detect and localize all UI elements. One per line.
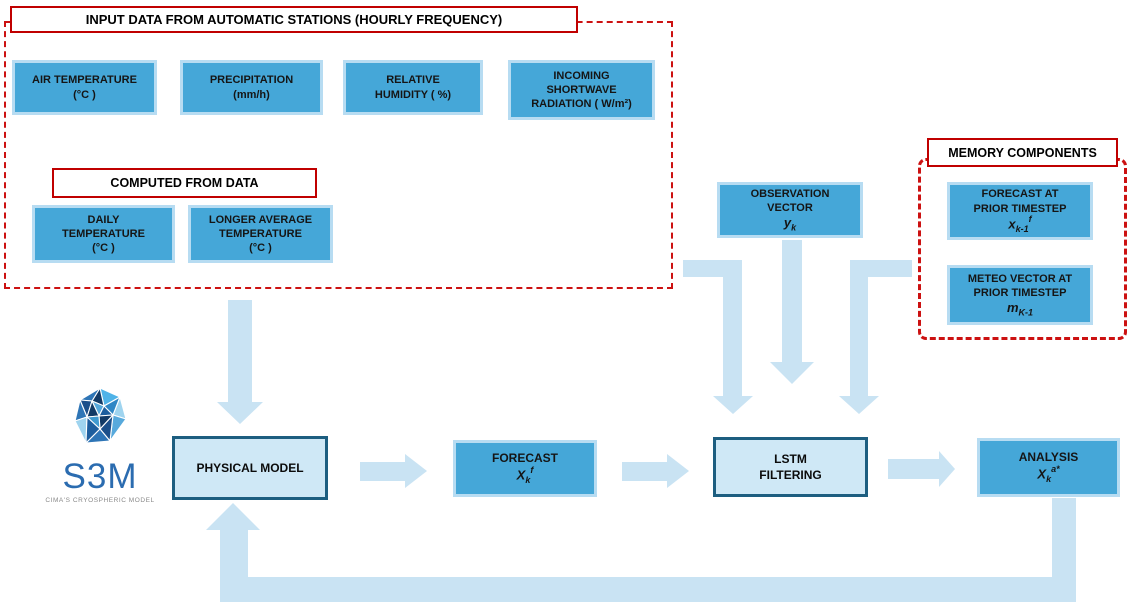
s3m-logo: S3M CIMA'S CRYOSPHERIC MODEL [44,386,156,504]
memory-section-title: MEMORY COMPONENTS [927,138,1118,167]
daily-temp-line2: TEMPERATURE [62,227,145,240]
meteo-prior-line1: METEO VECTOR AT [967,272,1073,285]
longer-avg-line3: (°C ) [249,242,272,255]
air-temperature-line2: (°C ) [73,88,96,101]
s3m-logo-name: S3M [62,457,138,496]
memory-section-title-text: MEMORY COMPONENTS [948,145,1097,160]
forecast-prior-line1: FORECAST AT [981,188,1059,201]
air-temperature-box: AIR TEMPERATURE (°C ) [12,60,157,115]
relative-humidity-line1: RELATIVE [386,74,440,87]
longer-avg-line2: TEMPERATURE [219,227,302,240]
relative-humidity-line2: HUMIDITY ( %) [374,88,452,101]
shortwave-line1: INCOMING [553,69,610,82]
computed-from-data-title: COMPUTED FROM DATA [52,168,317,198]
shortwave-radiation-box: INCOMING SHORTWAVE RADIATION ( W/m²) [508,60,655,120]
s3m-logo-tagline: CIMA'S CRYOSPHERIC MODEL [45,497,155,504]
observation-formula: yk [783,214,797,233]
precipitation-box: PRECIPITATION (mm/h) [180,60,323,115]
daily-temperature-box: DAILY TEMPERATURE (°C ) [32,205,175,263]
shortwave-line2: SHORTWAVE [546,83,617,96]
shortwave-line3: RADIATION ( W/m²) [531,98,632,111]
analysis-box: ANALYSIS Xka* [977,438,1120,497]
relative-humidity-box: RELATIVE HUMIDITY ( %) [343,60,483,115]
meteo-prior-line2: PRIOR TIMESTEP [973,287,1067,300]
lstm-line2: FILTERING [759,468,822,482]
observation-line2: VECTOR [767,202,813,215]
forecast-prior-formula: xk-1f [1008,213,1032,234]
observation-line1: OBSERVATION [750,187,830,200]
meteo-prior-formula: mK-1 [1006,299,1034,318]
air-temperature-line1: AIR TEMPERATURE [32,74,137,87]
daily-temp-line1: DAILY [87,213,120,226]
analysis-label: ANALYSIS [1018,450,1079,465]
longer-average-temperature-box: LONGER AVERAGE TEMPERATURE (°C ) [188,205,333,263]
precipitation-line1: PRECIPITATION [209,74,294,87]
lstm-line1: LSTM [774,451,807,466]
meteo-vector-prior-timestep-box: METEO VECTOR AT PRIOR TIMESTEP mK-1 [947,265,1093,325]
physical-model-label: PHYSICAL MODEL [196,460,304,475]
s3m-snowflake-icon [74,387,127,444]
forecast-prior-timestep-box: FORECAST AT PRIOR TIMESTEP xk-1f [947,182,1093,240]
physical-model-box: PHYSICAL MODEL [172,436,328,500]
computed-from-data-title-text: COMPUTED FROM DATA [110,176,259,190]
observation-vector-box: OBSERVATION VECTOR yk [717,182,863,238]
precipitation-line2: (mm/h) [233,88,270,101]
daily-temp-line3: (°C ) [92,242,115,255]
forecast-prior-line2: PRIOR TIMESTEP [973,202,1067,215]
analysis-formula: Xka* [1037,463,1060,484]
input-section-title: INPUT DATA FROM AUTOMATIC STATIONS (HOUR… [10,6,578,33]
forecast-label: FORECAST [492,451,558,466]
longer-avg-line1: LONGER AVERAGE [208,213,313,226]
forecast-box: FORECAST Xkf [453,440,597,497]
forecast-formula: Xkf [516,464,534,485]
input-section-title-text: INPUT DATA FROM AUTOMATIC STATIONS (HOUR… [85,12,503,27]
lstm-filtering-box: LSTM FILTERING [713,437,868,497]
